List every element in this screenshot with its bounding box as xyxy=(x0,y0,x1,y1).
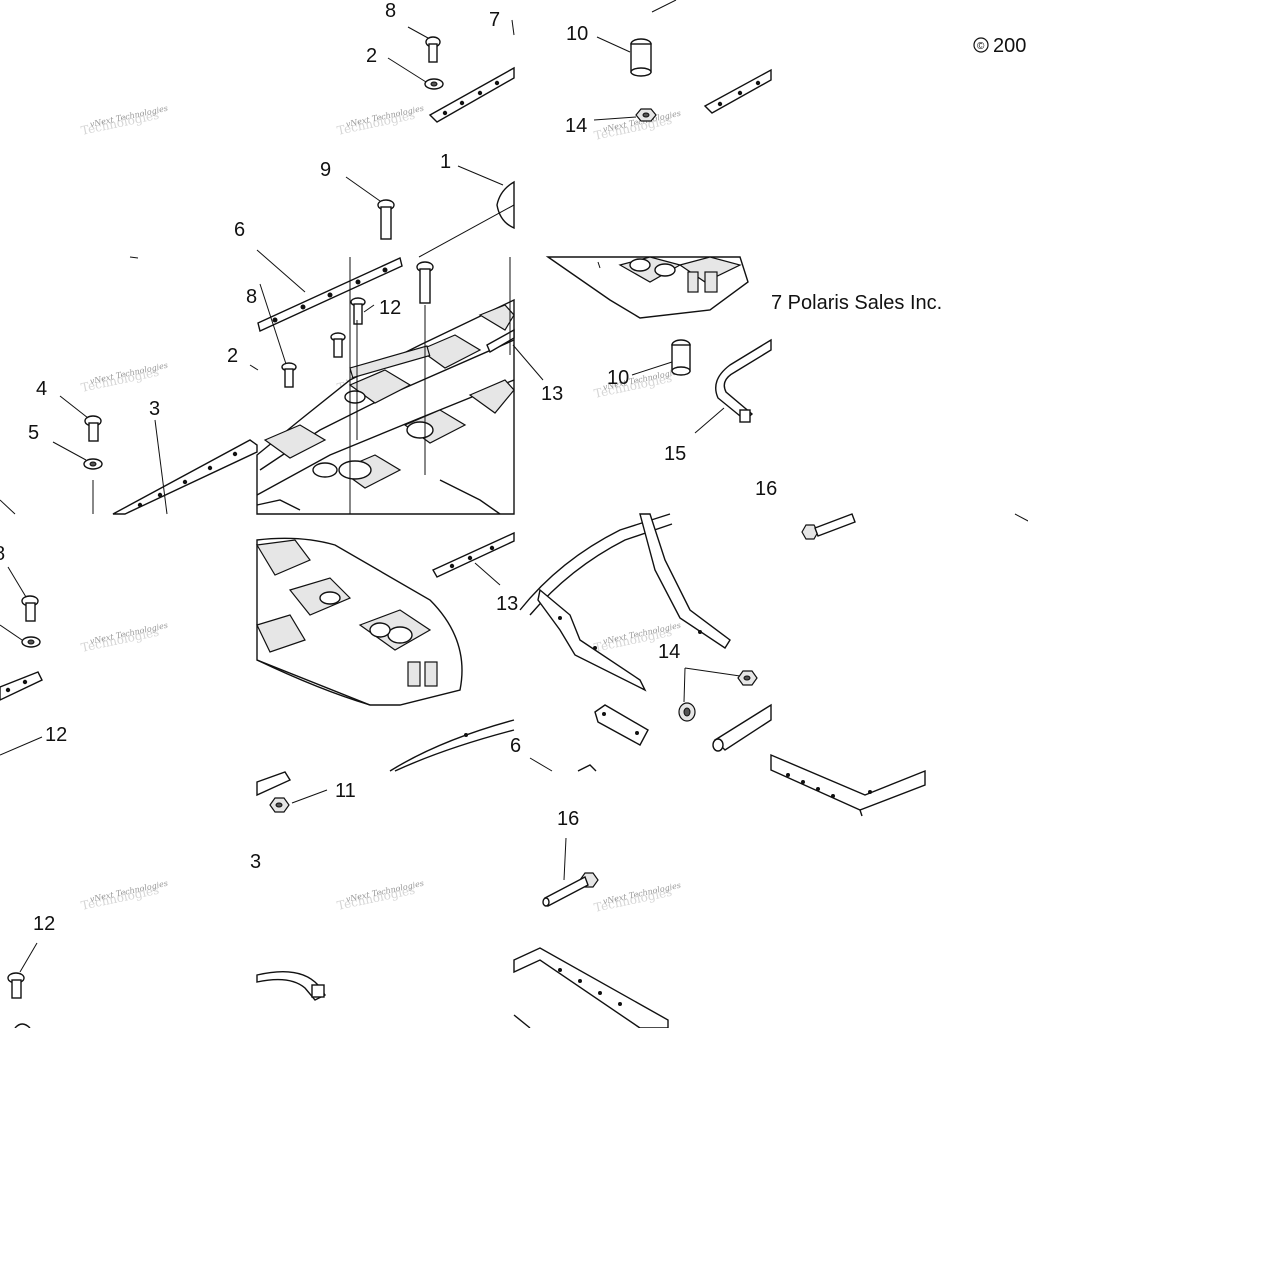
nut-part-14 xyxy=(635,108,657,122)
callout-2: 2 xyxy=(227,345,238,367)
callout-16: 16 xyxy=(755,478,777,500)
callout-2: 2 xyxy=(366,45,377,67)
tile-bottom-row xyxy=(7,837,669,1029)
callout-8: 8 xyxy=(385,0,396,22)
callout-6: 6 xyxy=(234,219,245,241)
frame-tube-part xyxy=(256,970,327,1001)
tile-far-right xyxy=(770,513,1031,817)
callout-14: 14 xyxy=(658,641,680,663)
callout-8: 8 xyxy=(0,543,5,565)
callout-12: 12 xyxy=(45,724,67,746)
spacer-part-10 xyxy=(671,339,691,376)
rail-strip-part xyxy=(428,66,515,123)
bolt-part-12 xyxy=(350,297,366,325)
callout-12: 12 xyxy=(33,913,55,935)
callout-14: 14 xyxy=(565,115,587,137)
frame-rail xyxy=(712,703,772,752)
callout-9: 9 xyxy=(320,159,331,181)
spacer-part-10 xyxy=(630,38,652,77)
callout-3: 3 xyxy=(250,851,261,873)
frame-tube-part-15 xyxy=(715,338,772,423)
watermark: Technologies vNext Technologies xyxy=(336,104,425,138)
mount-plate xyxy=(594,704,649,746)
rail-strip-part xyxy=(0,671,43,701)
callout-12: 12 xyxy=(379,297,401,319)
nut-part-11 xyxy=(269,797,290,813)
bolt-part-8 xyxy=(425,36,441,63)
bolt-part-8 xyxy=(21,595,39,622)
watermark: Technologies vNext Technologies xyxy=(593,881,682,915)
nut-part-14 xyxy=(737,670,758,686)
tile-middle-center xyxy=(249,204,544,515)
copyright-text-part1: 200 xyxy=(993,35,1026,57)
washer-part-2 xyxy=(21,636,41,648)
callout-5: 5 xyxy=(28,422,39,444)
watermark: Technologies vNext Technologies xyxy=(80,879,169,913)
callout-10: 10 xyxy=(566,23,588,45)
rail-strip-part xyxy=(486,328,515,354)
bolt-part xyxy=(330,332,346,358)
frame-hoop xyxy=(519,513,731,692)
watermark: Technologies vNext Technologies xyxy=(336,879,425,913)
callout-1: 1 xyxy=(440,151,451,173)
callout-4: 4 xyxy=(36,378,47,400)
copyright-symbol: © xyxy=(977,41,985,52)
watermark: Technologies vNext Technologies xyxy=(80,104,169,138)
bolt-part-9 xyxy=(416,261,434,304)
watermark: Technologies vNext Technologies xyxy=(80,361,169,395)
copyright-notice: © 200 7 Polaris Sales Inc. xyxy=(771,35,1026,314)
copyright-text-part2: 7 Polaris Sales Inc. xyxy=(771,292,942,314)
frame-rail xyxy=(770,753,926,817)
bolt-part-16 xyxy=(801,513,856,540)
callout-11: 11 xyxy=(335,780,356,802)
rail-strip-part-6 xyxy=(257,257,403,332)
tile-lower-right xyxy=(519,513,772,772)
washer-part-5 xyxy=(83,458,103,470)
bolt-part-9 xyxy=(377,199,395,240)
callout-13: 13 xyxy=(541,383,563,405)
tile-top-right xyxy=(593,0,772,122)
callout-labels: 8 7 10 2 14 9 1 6 8 12 2 4 5 3 13 10 15 … xyxy=(0,0,777,935)
callout-13: 13 xyxy=(496,593,518,615)
tile-lower-left xyxy=(0,566,43,756)
tile-top-center xyxy=(345,19,515,240)
callout-8: 8 xyxy=(246,286,257,308)
rear-rack-part-1 xyxy=(256,298,515,515)
callout-7: 7 xyxy=(489,9,500,31)
callout-16: 16 xyxy=(557,808,579,830)
tile-middle-left xyxy=(0,256,258,515)
rail-strip-part-13 xyxy=(432,531,515,578)
bushing-part xyxy=(678,702,696,722)
tile-lower-center xyxy=(256,531,515,813)
callout-6: 6 xyxy=(510,735,521,757)
rack-end-part xyxy=(545,256,749,319)
rear-rack-part-1 xyxy=(256,537,463,706)
tile-middle-right xyxy=(545,256,772,434)
callout-10: 10 xyxy=(607,367,629,389)
callout-3: 3 xyxy=(149,398,160,420)
bolt-part-12 xyxy=(7,972,25,999)
watermark: Technologies vNext Technologies xyxy=(80,621,169,655)
watermark: Technologies vNext Technologies xyxy=(593,367,682,401)
callout-15: 15 xyxy=(664,443,686,465)
rail-strip-part xyxy=(703,68,772,114)
washer-part-2 xyxy=(424,78,444,90)
bolt-part-4 xyxy=(84,415,102,442)
bolt-part-8 xyxy=(281,362,297,388)
rail-strip-part-3 xyxy=(112,439,258,515)
frame-rail xyxy=(513,947,669,1029)
bolt-part-16 xyxy=(542,872,599,907)
